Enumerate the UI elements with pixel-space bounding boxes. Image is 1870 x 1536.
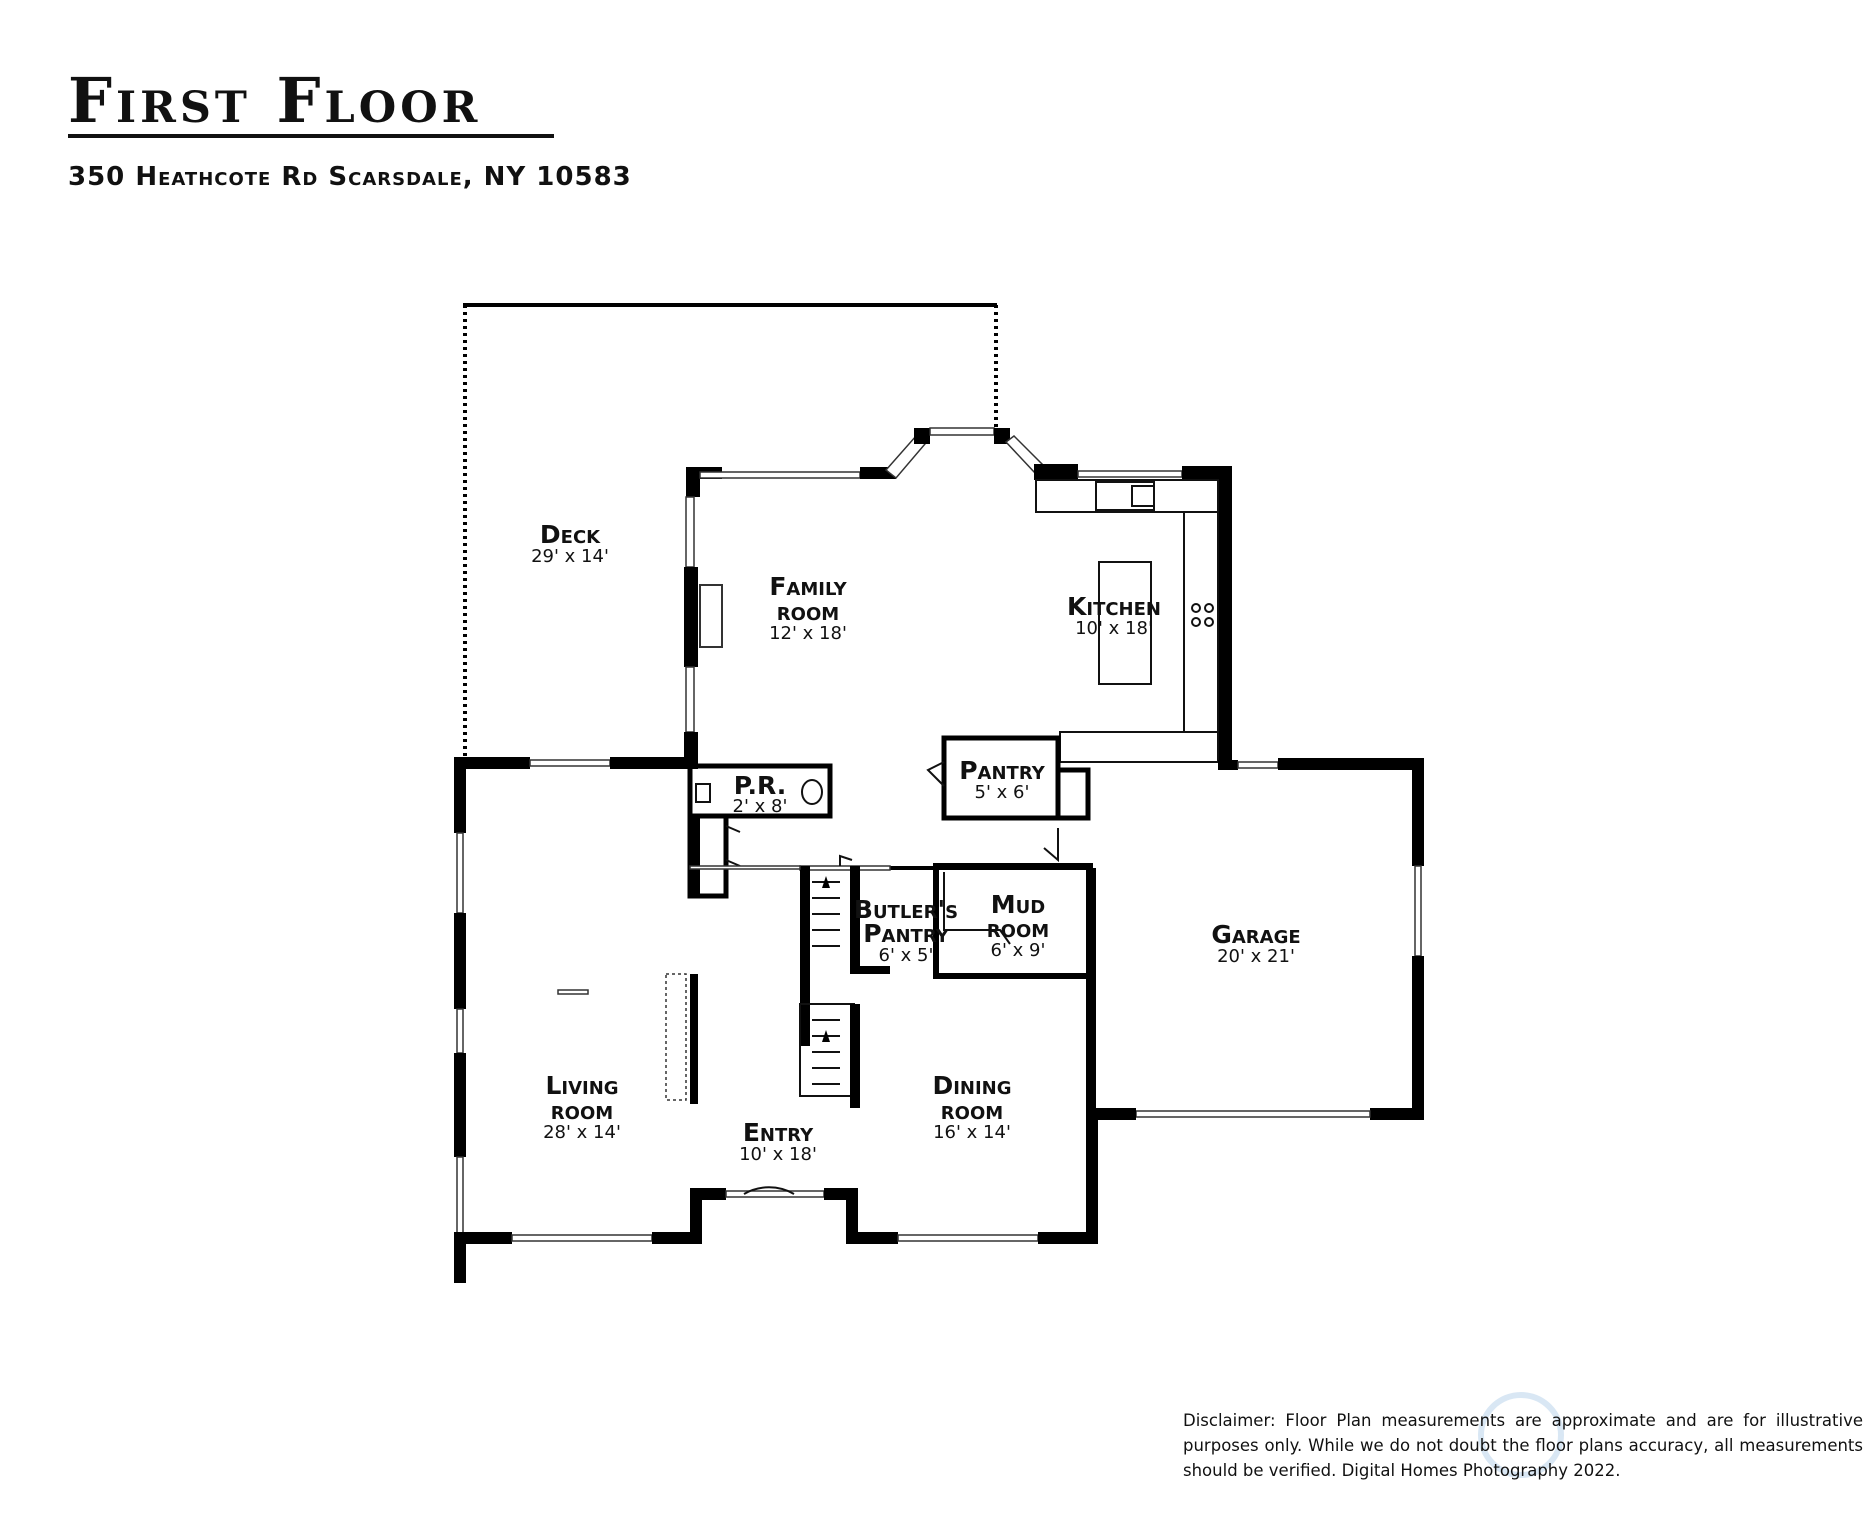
living-room-label-1: Living xyxy=(545,1071,618,1100)
entry-label: Entry xyxy=(743,1118,814,1147)
butlers-pantry-label-1: Butler's xyxy=(854,895,958,924)
family-room-label-1: Family xyxy=(769,572,847,601)
room-labels: Deck 29' x 14' Family room 12' x 18' Kit… xyxy=(531,520,1301,1165)
living-room-label-2: room xyxy=(551,1096,613,1125)
family-room-label-2: room xyxy=(777,597,839,626)
entry-dims: 10' x 18' xyxy=(739,1144,817,1165)
living-room-dims: 28' x 14' xyxy=(543,1122,621,1143)
family-room-dims: 12' x 18' xyxy=(769,623,847,644)
pantry-label: Pantry xyxy=(959,756,1045,785)
powder-room-dims: 2' x 8' xyxy=(733,796,788,817)
watermark-logo xyxy=(1478,1392,1564,1478)
dining-room-label-2: room xyxy=(941,1096,1003,1125)
title-underline xyxy=(68,134,554,138)
mud-room-dims: 6' x 9' xyxy=(991,940,1046,961)
deck-label: Deck xyxy=(540,520,601,549)
disclaimer-text: Disclaimer: Floor Plan measurements are … xyxy=(1183,1411,1863,1480)
floor-title: First Floor xyxy=(68,64,482,137)
pantry-walls xyxy=(926,735,1091,821)
property-address: 350 Heathcote Rd Scarsdale, NY 10583 xyxy=(68,162,632,192)
pantry-dims: 5' x 6' xyxy=(975,782,1030,803)
garage-dims: 20' x 21' xyxy=(1217,946,1295,967)
garage-label: Garage xyxy=(1211,920,1300,949)
mud-room-label-2: room xyxy=(987,914,1049,943)
upper-walls xyxy=(684,427,1232,768)
dining-room-dims: 16' x 14' xyxy=(933,1122,1011,1143)
deck-dims: 29' x 14' xyxy=(531,546,609,567)
kitchen-label: Kitchen xyxy=(1067,592,1161,621)
butlers-pantry-label-2: Pantry xyxy=(863,919,949,948)
lower-perimeter xyxy=(454,757,1098,1283)
kitchen-dims: 10' x 18' xyxy=(1075,618,1153,639)
mud-room-label-1: Mud xyxy=(991,890,1045,919)
powder-room-label: P.R. xyxy=(734,771,786,800)
dining-room-label-1: Dining xyxy=(932,1071,1011,1100)
central-walls xyxy=(665,763,1093,1108)
butlers-pantry-dims: 6' x 5' xyxy=(879,945,934,966)
deck-outline xyxy=(463,303,998,760)
